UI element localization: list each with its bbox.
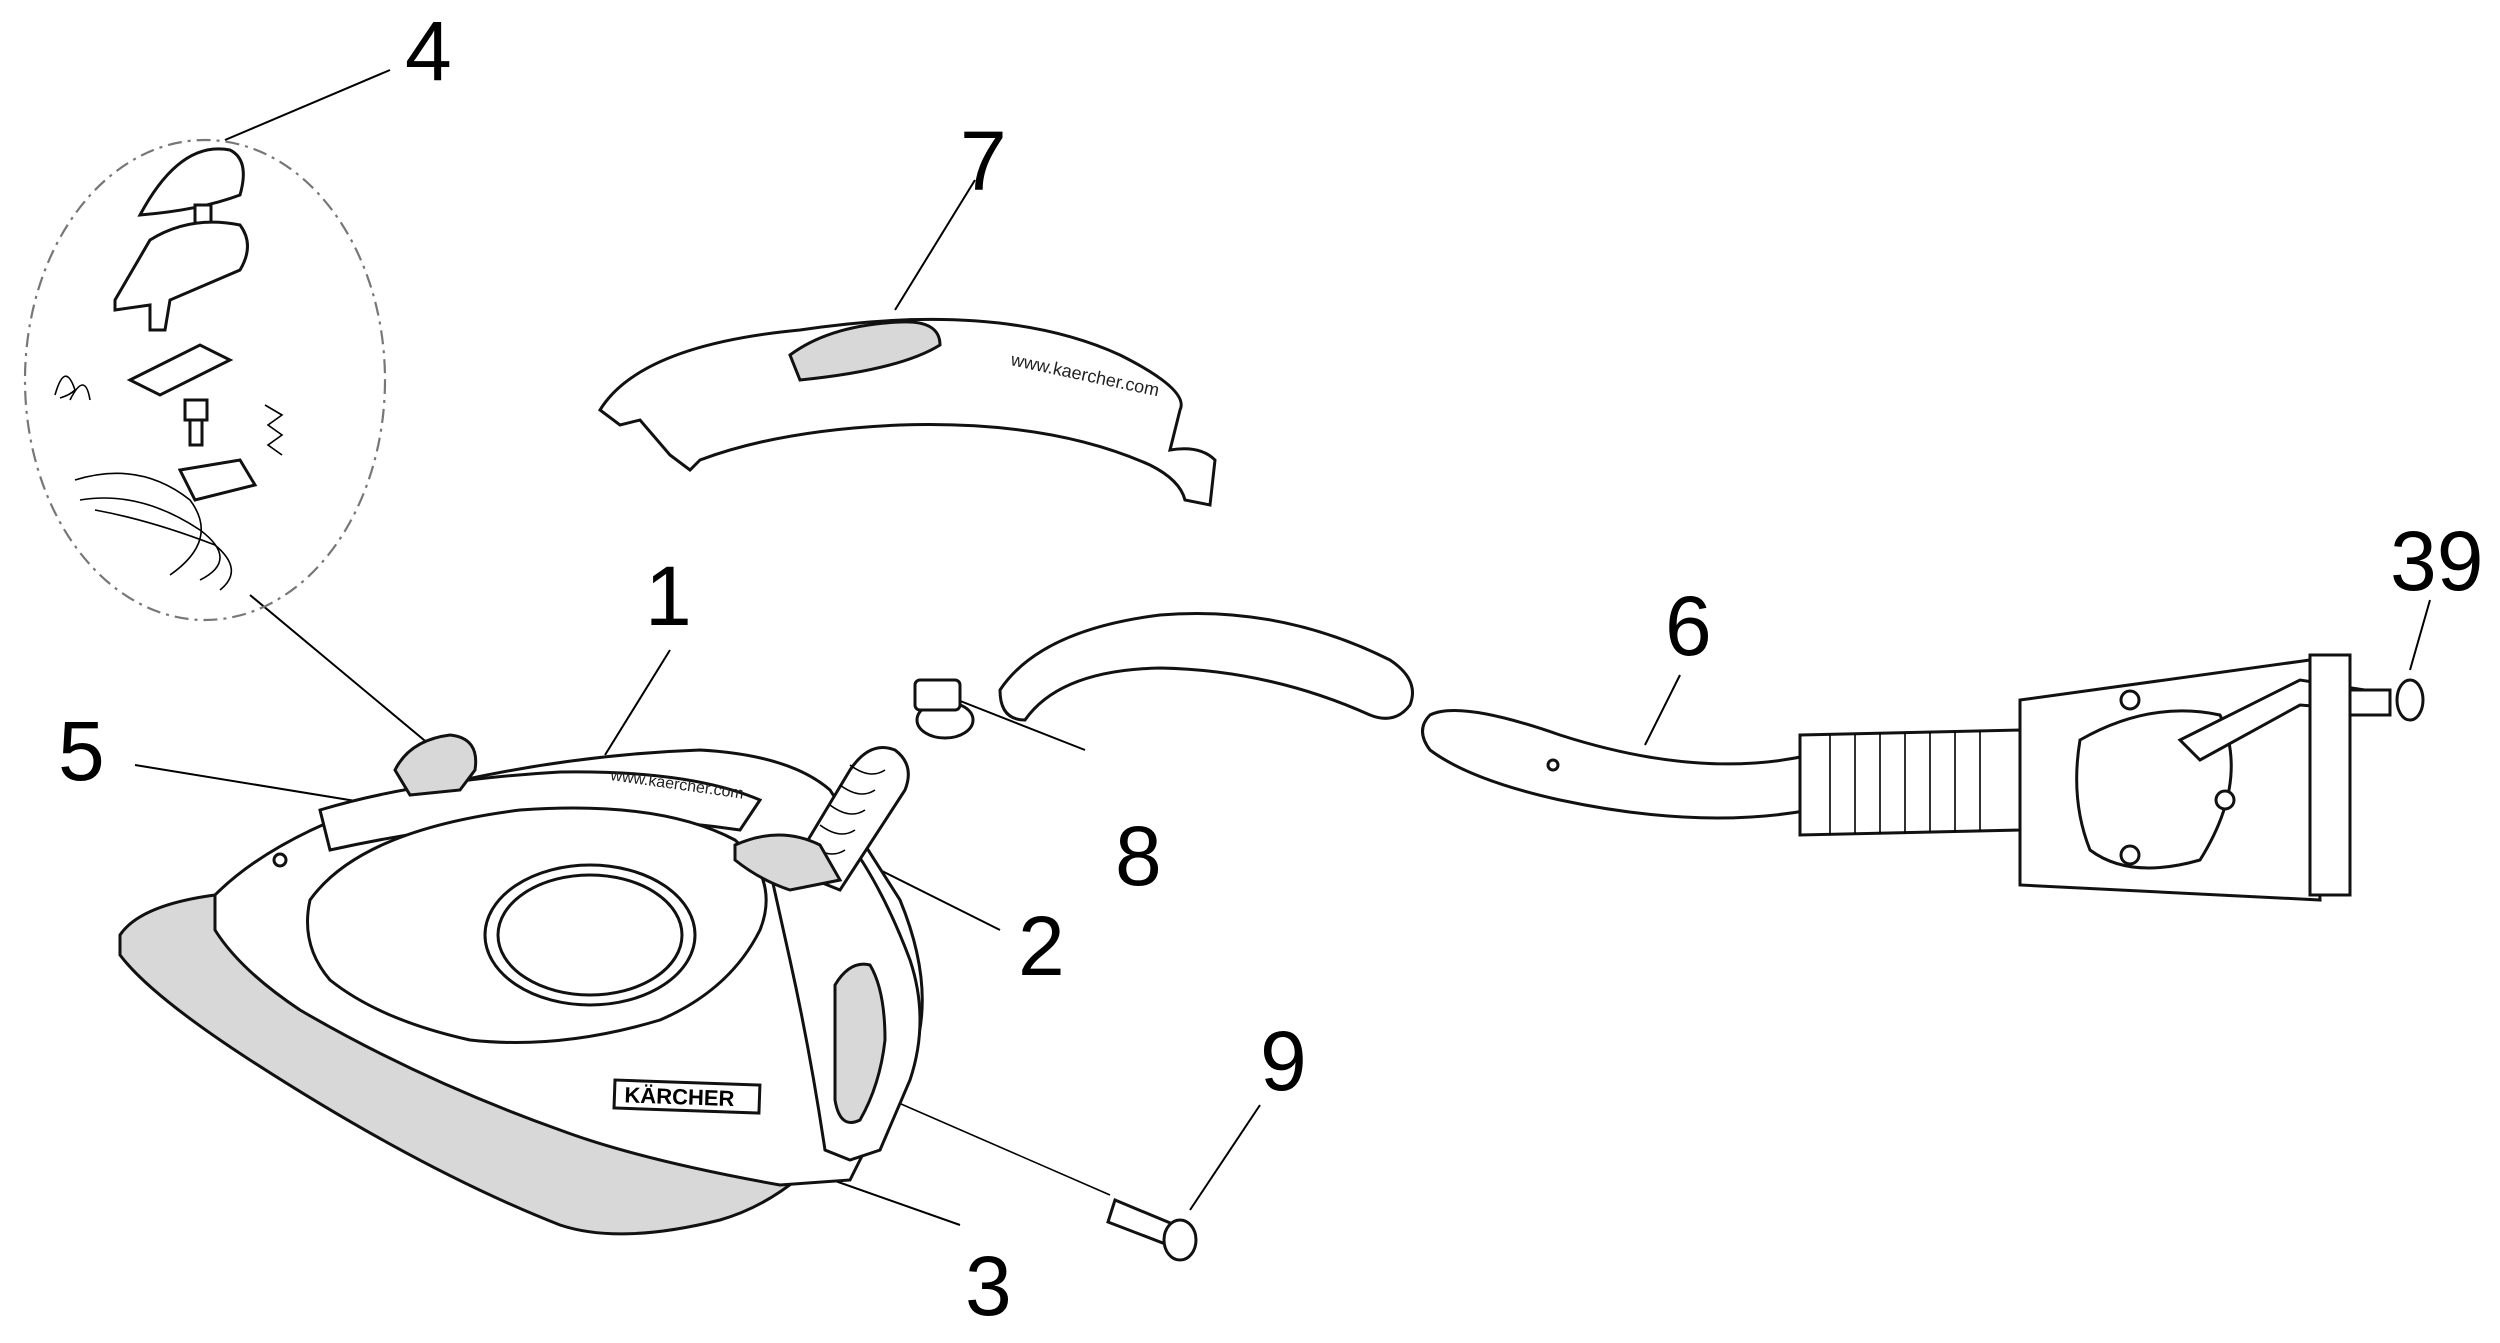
front-marker bbox=[272, 852, 288, 868]
connector-screw-1 bbox=[2119, 689, 2141, 711]
handle-cover-shell bbox=[598, 317, 1217, 507]
o-ring-39 bbox=[2395, 678, 2425, 722]
leader-line-39 bbox=[2409, 599, 2431, 671]
leader-line-4b bbox=[249, 594, 431, 746]
hose-section-front bbox=[998, 612, 1414, 722]
cable-guard-base bbox=[733, 833, 843, 892]
cable-guard bbox=[733, 746, 910, 892]
brand-label: KÄRCHER bbox=[624, 1082, 735, 1111]
switch-cap bbox=[137, 147, 245, 217]
wire-2 bbox=[79, 497, 221, 581]
handle-cover-window bbox=[788, 320, 942, 382]
callout-8: 8 bbox=[1115, 809, 1162, 903]
screw-9 bbox=[1106, 1197, 1198, 1262]
callout-5: 5 bbox=[58, 704, 105, 798]
handle-cover: www.kaercher.com bbox=[598, 317, 1217, 507]
wire-3 bbox=[94, 509, 233, 591]
coil-spring bbox=[264, 404, 284, 456]
leader-line-9 bbox=[1189, 1104, 1261, 1211]
screw-head-small bbox=[183, 398, 209, 422]
wire-1 bbox=[74, 472, 202, 576]
iron-body: KÄRCHER www.kaercher.com bbox=[118, 733, 924, 1236]
screw-shaft-small bbox=[188, 418, 204, 447]
brand-plate bbox=[612, 1078, 762, 1115]
switch-cap-pin bbox=[193, 203, 213, 225]
callout-7: 7 bbox=[960, 114, 1007, 208]
temperature-dial-inner bbox=[496, 873, 684, 997]
leader-line-6 bbox=[1644, 674, 1681, 746]
switch-assembly bbox=[23, 138, 387, 622]
hose-section-rear bbox=[1421, 709, 1812, 820]
leader-line-5 bbox=[134, 764, 381, 806]
hose-strain-relief bbox=[1798, 728, 2022, 837]
callout-1: 1 bbox=[645, 549, 692, 643]
steam-switch bbox=[393, 733, 478, 797]
hose-marker bbox=[1546, 758, 1560, 772]
connector-tip bbox=[2348, 688, 2392, 717]
switch-housing bbox=[113, 220, 249, 332]
connector-screw-2 bbox=[2214, 789, 2236, 811]
callout-labels: 4 7 1 5 8 2 3 9 6 39 bbox=[58, 4, 2483, 1333]
hose-clamp bbox=[913, 678, 975, 740]
callout-4: 4 bbox=[405, 4, 452, 98]
callout-6: 6 bbox=[1665, 579, 1712, 673]
callout-2: 2 bbox=[1018, 899, 1065, 993]
rear-grip-inset bbox=[833, 962, 887, 1124]
callout-3: 3 bbox=[965, 1239, 1012, 1333]
switch-slider bbox=[126, 343, 234, 397]
leader-line-1 bbox=[604, 649, 671, 756]
leader-line-2 bbox=[879, 869, 1001, 931]
screw-head bbox=[1162, 1218, 1198, 1262]
leader-line-8 bbox=[944, 694, 1086, 751]
spring-clip-right bbox=[69, 384, 91, 401]
assembly-outline bbox=[23, 138, 387, 622]
connector-screw-3 bbox=[2119, 844, 2141, 866]
clamp-head bbox=[913, 678, 962, 712]
steam-hose bbox=[998, 612, 2392, 902]
leader-line-7 bbox=[894, 179, 976, 311]
callout-9: 9 bbox=[1260, 1014, 1307, 1108]
strain-relief-ribs bbox=[1829, 731, 1981, 835]
microswitch bbox=[177, 458, 258, 502]
callout-39: 39 bbox=[2390, 514, 2483, 608]
connector-end-plate bbox=[2308, 653, 2352, 897]
leader-line-4 bbox=[224, 69, 391, 141]
